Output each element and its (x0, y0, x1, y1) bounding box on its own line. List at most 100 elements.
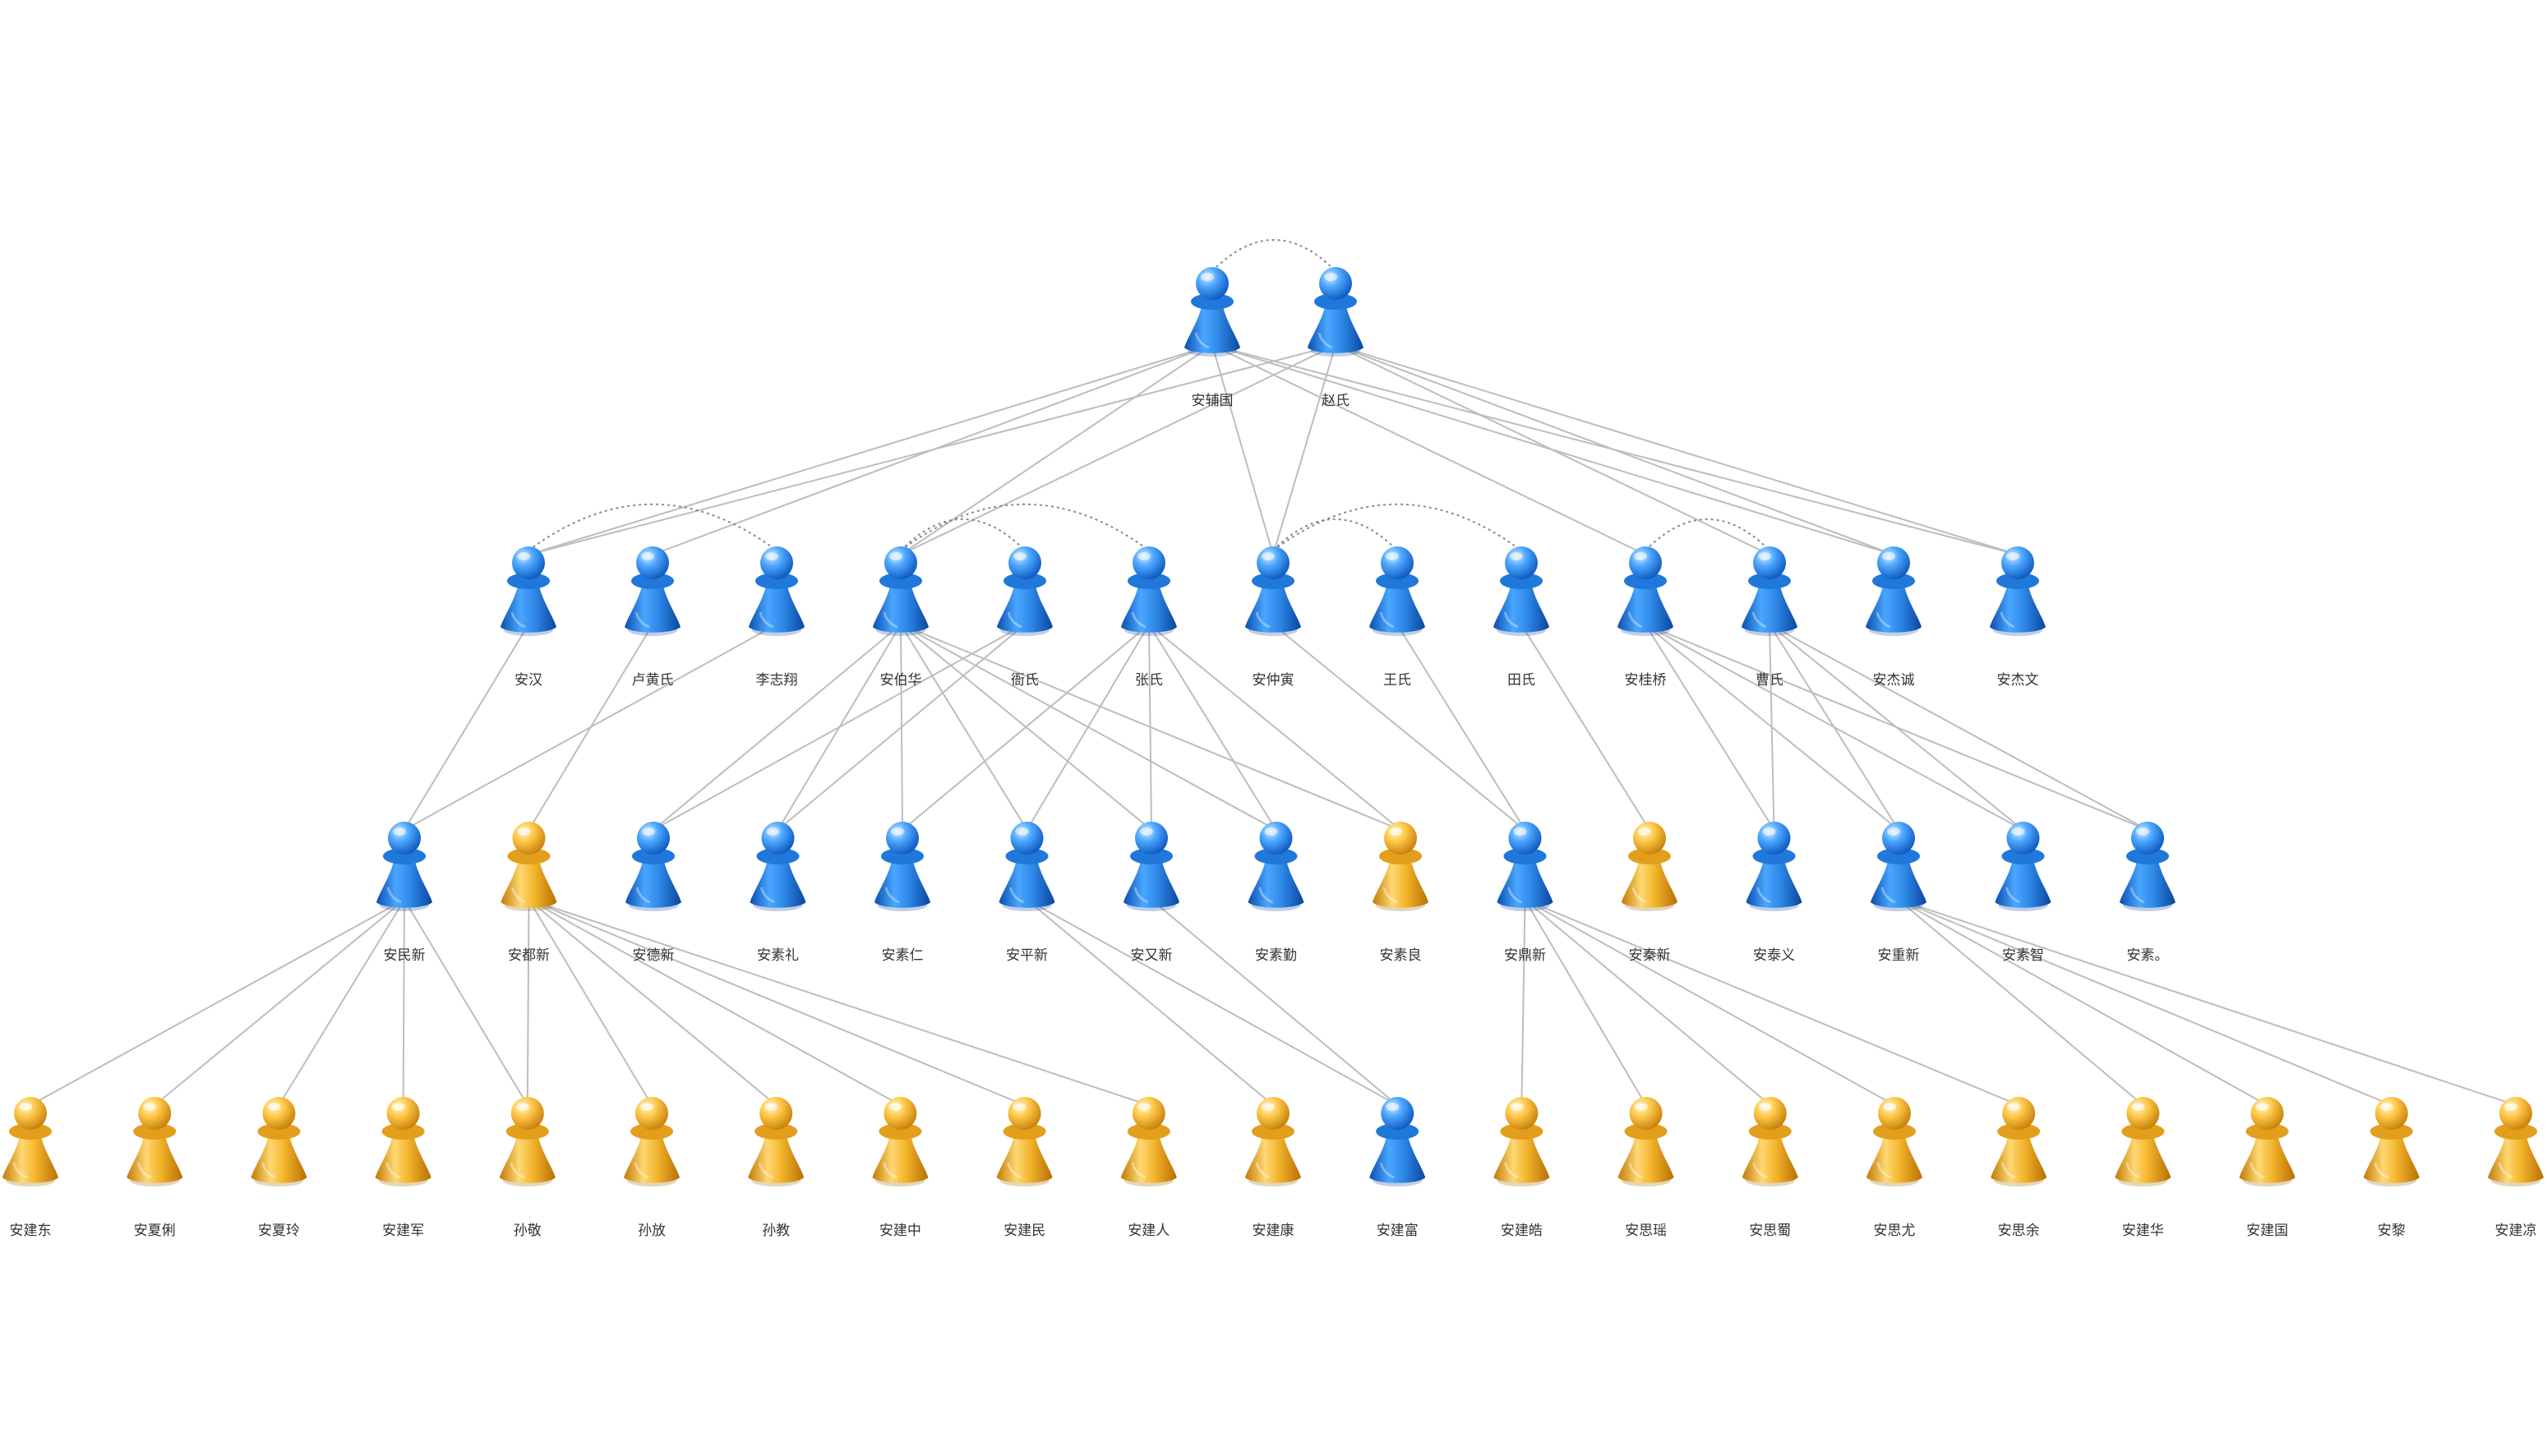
person-node[interactable]: 安汉 (499, 545, 558, 689)
person-icon-male (1869, 820, 1928, 913)
person-node[interactable]: 安杰诚 (1864, 545, 1923, 689)
person-icon-female (1244, 1095, 1303, 1188)
parent-child-line (1898, 899, 2517, 1106)
person-node[interactable]: 安思余 (1989, 1095, 2048, 1239)
person-node[interactable]: 安建皓 (1492, 1095, 1551, 1239)
person-node[interactable]: 孙敬 (498, 1095, 557, 1239)
person-icon-male (2118, 820, 2177, 913)
parent-child-line (1645, 624, 1775, 831)
person-node[interactable]: 安夏玲 (249, 1095, 308, 1239)
parent-child-line (1525, 899, 1895, 1106)
person-name-label: 安汉 (514, 672, 542, 689)
person-icon-male (1368, 545, 1427, 638)
person-name-label: 安素良 (1380, 947, 1422, 964)
person-node[interactable]: 安素。 (2118, 820, 2177, 964)
parent-child-line (653, 624, 902, 831)
person-icon-male (499, 545, 558, 638)
person-name-label: 安杰文 (1997, 672, 2039, 689)
parent-child-line (653, 624, 1026, 831)
person-icon-male (375, 820, 434, 913)
person-node[interactable]: 田氏 (1492, 545, 1551, 689)
person-node[interactable]: 安思蜀 (1741, 1095, 1800, 1239)
person-node[interactable]: 安都新 (500, 820, 558, 964)
person-node[interactable]: 安思尤 (1865, 1095, 1924, 1239)
person-node[interactable]: 安鼎新 (1496, 820, 1554, 964)
person-node[interactable]: 安辅国 (1183, 265, 1242, 409)
person-name-label: 安建凉 (2495, 1223, 2537, 1239)
person-node[interactable]: 安建凉 (2486, 1095, 2545, 1239)
person-name-label: 安泰义 (1753, 947, 1795, 964)
person-node[interactable]: 安秦新 (1620, 820, 1679, 964)
person-node[interactable]: 孙教 (746, 1095, 805, 1239)
person-node[interactable]: 安黎 (2362, 1095, 2421, 1239)
person-icon-female (2238, 1095, 2297, 1188)
spouse-arc (1272, 518, 1398, 551)
person-node[interactable]: 安建民 (995, 1095, 1054, 1239)
person-name-label: 安思蜀 (1749, 1223, 1791, 1239)
person-icon-female (1617, 1095, 1676, 1188)
spouse-arc (900, 503, 1150, 551)
parent-child-line (900, 344, 1213, 555)
parent-child-line (1148, 624, 1277, 831)
person-node[interactable]: 安建军 (374, 1095, 433, 1239)
person-node[interactable]: 李志翔 (747, 545, 806, 689)
person-node[interactable]: 安重新 (1869, 820, 1928, 964)
person-name-label: 张氏 (1135, 672, 1163, 689)
parent-child-line (900, 624, 1028, 831)
person-node[interactable]: 安思瑶 (1617, 1095, 1676, 1239)
person-node[interactable]: 安仲寅 (1244, 545, 1303, 689)
person-icon-male (873, 820, 932, 913)
person-node[interactable]: 安素智 (1994, 820, 2052, 964)
person-node[interactable]: 王氏 (1368, 545, 1427, 689)
spouse-arcs (528, 239, 1770, 551)
person-node[interactable]: 安建人 (1119, 1095, 1179, 1239)
person-name-label: 王氏 (1383, 672, 1411, 689)
person-name-label: 安思尤 (1874, 1223, 1916, 1239)
parent-child-line (404, 624, 529, 831)
person-node[interactable]: 安素勤 (1247, 820, 1305, 964)
person-node[interactable]: 安平新 (998, 820, 1056, 964)
person-node[interactable]: 安建国 (2238, 1095, 2297, 1239)
parent-child-line (1335, 344, 1770, 555)
person-node[interactable]: 赵氏 (1306, 265, 1365, 409)
person-node[interactable]: 安建东 (1, 1095, 60, 1239)
person-name-label: 安秦新 (1629, 947, 1671, 964)
person-node[interactable]: 卢黄氏 (623, 545, 682, 689)
spouse-arc (1272, 503, 1522, 551)
person-node[interactable]: 张氏 (1119, 545, 1179, 689)
person-icon-male (1244, 545, 1303, 638)
person-icon-female (2486, 1095, 2545, 1188)
person-node[interactable]: 安素礼 (749, 820, 807, 964)
parent-child-line (528, 899, 777, 1106)
person-node[interactable]: 安德新 (624, 820, 683, 964)
person-node[interactable]: 安泰义 (1745, 820, 1803, 964)
person-node[interactable]: 安又新 (1122, 820, 1181, 964)
person-node[interactable]: 衙氏 (995, 545, 1054, 689)
person-name-label: 衙氏 (1011, 672, 1039, 689)
person-node[interactable]: 安桂桥 (1616, 545, 1675, 689)
person-node[interactable]: 安建富 (1368, 1095, 1427, 1239)
person-node[interactable]: 安建康 (1244, 1095, 1303, 1239)
person-name-label: 安建东 (10, 1223, 52, 1239)
person-node[interactable]: 安建中 (870, 1095, 930, 1239)
person-node[interactable]: 安素仁 (873, 820, 932, 964)
person-name-label: 安仲寅 (1253, 672, 1294, 689)
person-node[interactable]: 安伯华 (871, 545, 930, 689)
person-name-label: 安建人 (1128, 1223, 1170, 1239)
person-node[interactable]: 安民新 (375, 820, 434, 964)
person-node[interactable]: 安建华 (2113, 1095, 2172, 1239)
person-node[interactable]: 安素良 (1371, 820, 1430, 964)
person-icon-female (500, 820, 558, 913)
person-node[interactable]: 孙放 (622, 1095, 681, 1239)
person-icon-female (1119, 1095, 1179, 1188)
person-icon-male (747, 545, 806, 638)
person-name-label: 安夏俐 (134, 1223, 176, 1239)
person-node[interactable]: 安夏俐 (125, 1095, 184, 1239)
person-node[interactable]: 曹氏 (1740, 545, 1799, 689)
person-name-label: 孙敬 (514, 1223, 542, 1239)
parent-child-line (1396, 624, 1526, 831)
parent-child-line (30, 899, 405, 1106)
person-name-label: 曹氏 (1756, 672, 1783, 689)
person-node[interactable]: 安杰文 (1988, 545, 2047, 689)
